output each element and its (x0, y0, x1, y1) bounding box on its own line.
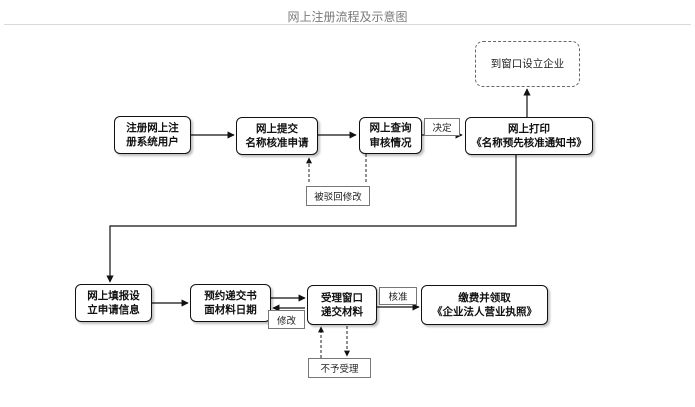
node-go-window-establish-enterprise: 到窗口设立企业 (475, 41, 580, 87)
connector-print-to-fill (106, 154, 517, 283)
label-approve: 核准 (379, 287, 417, 305)
node-print-name-notice: 网上打印 《名称预先核准通知书》 (465, 117, 593, 155)
label-decision: 决定 (424, 118, 460, 136)
label-not-accepted: 不予受理 (308, 358, 371, 378)
node-query-review-status: 网上查询 审核情况 (359, 117, 422, 154)
diagram-title: 网上注册流程及示意图 (287, 10, 408, 24)
node-submit-name-approval: 网上提交 名称核准申请 (236, 117, 318, 155)
node-appointment-date: 预约递交书 面材料日期 (190, 284, 271, 322)
label-rejected-modify: 被驳回修改 (306, 186, 370, 206)
label-modify: 修改 (268, 310, 305, 329)
title-divider (4, 24, 691, 25)
node-pay-get-license: 缴费并领取 《企业法人营业执照》 (421, 285, 548, 325)
node-window-accept-materials: 受理窗口 递交材料 (307, 285, 377, 325)
node-register-user: 注册网上注 册系统用户 (114, 116, 191, 154)
node-fill-application-info: 网上填报设 立申请信息 (75, 284, 152, 322)
